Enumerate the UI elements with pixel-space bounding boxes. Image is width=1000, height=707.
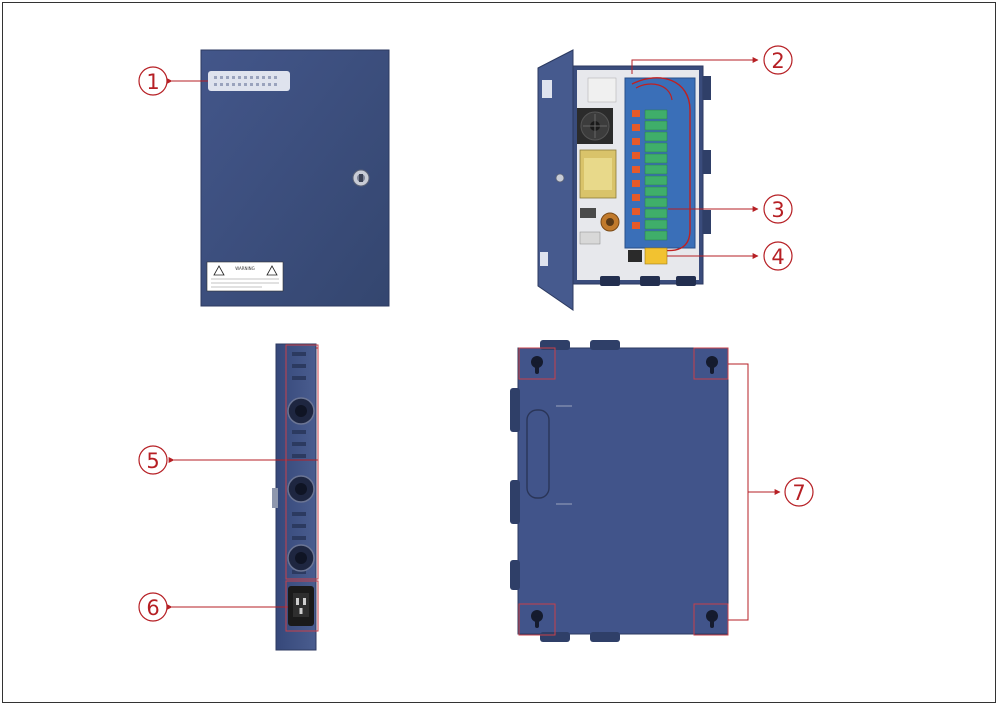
callout-6-label: 6	[146, 596, 159, 620]
callout-4: 4	[763, 241, 793, 271]
callout-3: 3	[763, 194, 793, 224]
warning-label: WARNING	[206, 261, 284, 292]
callout-2-label: 2	[771, 49, 784, 73]
callout-5: 5	[138, 445, 168, 475]
callout-5-label: 5	[146, 449, 159, 473]
back-view-box	[510, 340, 729, 642]
side-view-box	[272, 343, 317, 651]
warning-title: WARNING	[235, 266, 255, 271]
cooling-fan-icon	[577, 108, 613, 144]
callout-2: 2	[763, 45, 793, 75]
door-lock-icon	[352, 169, 370, 187]
front-panel-indicator-leds	[208, 71, 290, 91]
input-terminal	[628, 247, 668, 265]
callout-7-label: 7	[792, 481, 805, 505]
callout-lines	[166, 57, 781, 632]
callout-4-label: 4	[771, 245, 784, 269]
fuse-wiring	[631, 77, 691, 252]
output-terminal-block	[632, 109, 668, 241]
callout-6: 6	[138, 592, 168, 622]
callout-3-label: 3	[771, 198, 784, 222]
side-knockout-holes	[287, 397, 315, 572]
open-view-box	[537, 49, 711, 311]
callout-1: 1	[138, 66, 168, 96]
callout-7: 7	[784, 477, 814, 507]
callout-1-label: 1	[146, 70, 159, 94]
front-view-closed-box: WARNING	[200, 49, 390, 307]
iec-power-socket	[288, 586, 314, 626]
